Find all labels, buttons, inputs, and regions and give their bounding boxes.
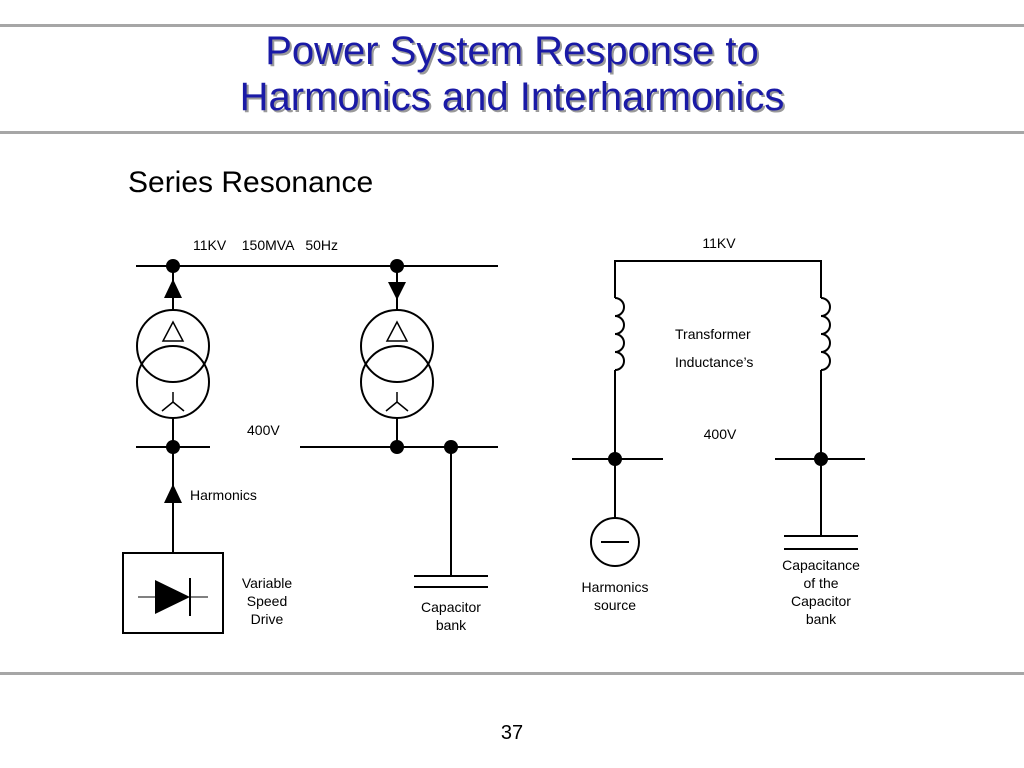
node-dot (814, 452, 828, 466)
node-dot (608, 452, 622, 466)
left-11kv-bus-label: 11KV 150MVA 50Hz (193, 237, 338, 253)
title-line-2: Harmonics and Interharmonics (239, 75, 785, 119)
up-arrow-icon (164, 279, 182, 298)
right-transformer-primary-coil (360, 309, 434, 383)
right-delta-symbol (385, 320, 409, 342)
vsd-label-line-2: Speed (247, 593, 287, 609)
section-heading: Series Resonance (128, 166, 374, 199)
title-underline-rule (0, 131, 1024, 134)
capacitance-label-line-4: bank (806, 611, 837, 627)
variable-speed-drive-box (122, 552, 224, 634)
vsd-label-line-3: Drive (251, 611, 284, 627)
harmonics-label: Harmonics (190, 487, 257, 503)
left-400v-label: 400V (247, 422, 280, 438)
harmonics-source-label-line-2: source (594, 597, 636, 613)
node-dot (390, 259, 404, 273)
top-rule (0, 24, 1024, 27)
harmonics-source-icon (590, 517, 640, 567)
right-transformer-inductance-icon (820, 297, 831, 371)
down-arrow-icon (388, 282, 406, 300)
left-transformer-primary-coil (136, 309, 210, 383)
vsd-label-line-1: Variable (242, 575, 293, 591)
bottom-rule (0, 672, 1024, 675)
capacitance-label-line-2: of the (803, 575, 838, 591)
page-number: 37 (500, 722, 524, 744)
node-dot (444, 440, 458, 454)
right-wye-symbol-arms (385, 401, 409, 412)
slide-title: Power System Response to Harmonics and I… (0, 28, 1024, 120)
right-11kv-label: 11KV (702, 235, 736, 251)
right-400v-label: 400V (704, 426, 737, 442)
capacitor-bank-label-line-2: bank (436, 617, 467, 633)
left-delta-symbol (161, 320, 185, 342)
transformer-inductance-label-line-1: Transformer (675, 326, 751, 342)
left-wye-symbol-arms (161, 401, 185, 412)
capacitance-label-line-3: Capacitor (791, 593, 851, 609)
vsd-diode-icon (155, 580, 190, 614)
transformer-inductance-word: Inductance (675, 354, 744, 370)
capacitor-bank-label-line-1: Capacitor (421, 599, 481, 615)
node-dot (166, 259, 180, 273)
transformer-inductance-suffix: ’s (744, 354, 754, 370)
title-line-1: Power System Response to (265, 29, 759, 73)
node-dot (390, 440, 404, 454)
transformer-inductance-label-line-2: Inductance’s (675, 354, 753, 370)
harmonics-source-label-line-1: Harmonics (582, 579, 649, 595)
equivalent-11kv-bus (614, 260, 822, 298)
node-dot (166, 440, 180, 454)
capacitance-label-line-1: Capacitance (782, 557, 860, 573)
left-transformer-inductance-icon (614, 297, 625, 371)
harmonics-up-arrow-icon (164, 484, 182, 503)
